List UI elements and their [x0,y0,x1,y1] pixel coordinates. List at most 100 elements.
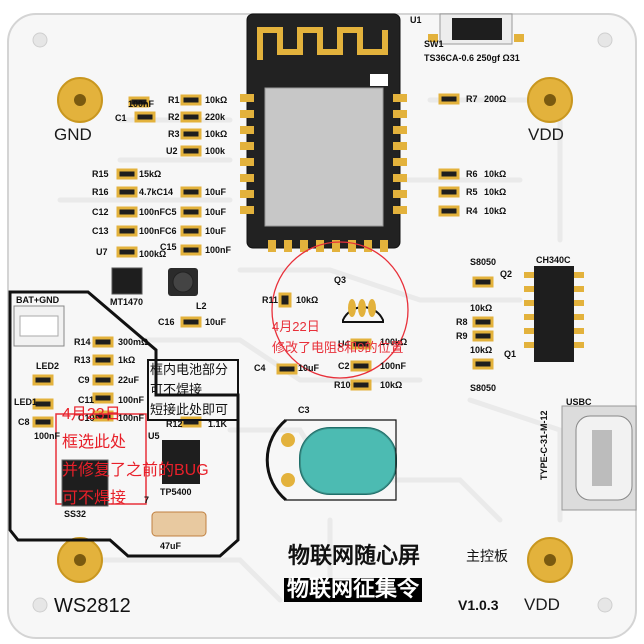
c16-label: C16 [158,317,175,327]
r10-value: 10kΩ [380,380,403,390]
c7-value: 47uF [160,541,182,551]
led1-label: LED1 [14,397,38,407]
title-line-2: 物联网征集令 [284,578,423,602]
switch-label: TS36CA-0.6 250gf Ω31 [424,53,520,63]
u7-label: U7 [96,247,108,257]
c5-value: 10uF [205,207,227,217]
r15-value: 15kΩ [139,169,162,179]
mounting-hole-top-right [597,32,613,48]
r6-label: R6 [466,169,478,179]
r3-value: 10kΩ [205,129,228,139]
mounting-hole-bottom-left [32,597,48,613]
u4-value: 100kΩ [380,337,408,347]
r9-label: R9 [456,331,468,341]
c9-label: C9 [78,375,90,385]
r10-label: R10 [334,380,351,390]
r12-label: R12 [166,419,183,429]
q3-label: Q3 [334,275,347,285]
date-note-1: 4月22日 [272,319,320,334]
vdd-label-top: VDD [528,125,564,144]
c14-value: 10uF [205,187,227,197]
u5-label: U5 [148,431,160,441]
r14-label: R14 [74,337,91,347]
red-note-4: 可不焊接 [62,490,127,507]
mounting-hole-bottom-right [597,597,613,613]
r2-label: R2 [168,112,180,122]
traces [57,97,563,603]
q1-label: Q1 [504,349,517,359]
r16-label: R16 [92,187,109,197]
date-note-2: 修改了电阻8和9的位置 [272,340,404,355]
c12-label: C12 [92,207,109,217]
box-note-1: 框内电池部分 [150,362,229,377]
mounting-hole-top-left [32,32,48,48]
r13-value: 1kΩ [118,355,136,365]
c10-label: C10 [78,413,95,423]
r7-label: R7 [466,94,478,104]
d7-label: 7 [144,495,150,505]
r8-value: 10kΩ [470,303,493,313]
c1-value: 100nF [128,99,155,109]
r3-label: R3 [168,129,180,139]
typec-label: TYPE-C-31-M-12 [539,410,549,480]
u4-label: U4 [338,339,350,349]
inductor-l2 [168,268,198,296]
c15-label: C15 [160,242,177,252]
mt1470-chip [111,267,143,295]
short-frame [147,359,239,421]
r11-value: 10kΩ [296,295,319,305]
c1-label: C1 [115,113,127,123]
c11-label: C11 [78,395,95,405]
c6-value: 10uF [205,226,227,236]
box-note-3: 短接此处即可 [150,402,229,417]
r15-label: R15 [92,169,109,179]
smd-components [32,93,494,428]
c13-label: C13 [92,226,109,236]
ss32-diode [61,459,109,507]
c8-value: 100nF [34,431,61,441]
c8-label: C8 [18,417,30,427]
bat-gnd-label: BAT+GND [16,295,60,305]
q2-label: Q2 [500,269,513,279]
esp-module [240,13,407,252]
r4-label: R4 [466,206,478,216]
c7-capacitor [151,511,207,537]
r9-value: 10kΩ [470,345,493,355]
r13-label: R13 [74,355,91,365]
version-label: V1.0.3 [458,597,499,613]
box-note-2: 可不焊接 [150,382,203,397]
annotation-circle [271,241,409,379]
c16-value: 10uF [205,317,227,327]
ss32-label: SS32 [64,509,87,519]
transistor-q3 [342,299,384,323]
r1-value: 10kΩ [205,95,228,105]
c10-value: 100nF [118,413,145,423]
gnd-label: GND [54,125,92,144]
r1-label: R1 [168,95,180,105]
r7-value: 200Ω [484,94,507,104]
electrolytic-capacitor-c3 [265,418,397,502]
c2-value: 100nF [380,361,407,371]
red-note-3: 并修复了之前的BUG [62,462,209,479]
ws2812-label: WS2812 [54,595,131,617]
c2-label: C2 [338,361,350,371]
r5-label: R5 [466,187,478,197]
u7-value: 100kΩ [139,249,167,259]
vdd-label-bottom: VDD [524,595,560,614]
c12-value: 100nFC5 [139,207,177,217]
c3-label: C3 [298,405,310,415]
led2-label: LED2 [36,361,60,371]
c9-value: 22uF [118,375,140,385]
u2-label: U2 [166,146,178,156]
tp5400-label: TP5400 [160,487,192,497]
tact-switch [428,13,524,45]
s8050-top-label: S8050 [470,257,497,267]
red-note-1: 4月23日 [62,406,121,423]
u1-label: U1 [410,15,422,25]
r11-label: R11 [262,295,279,305]
mt1470-label: MT1470 [110,297,144,307]
red-note-2: 框选此处 [62,434,127,451]
u2-value: 100k [205,146,226,156]
